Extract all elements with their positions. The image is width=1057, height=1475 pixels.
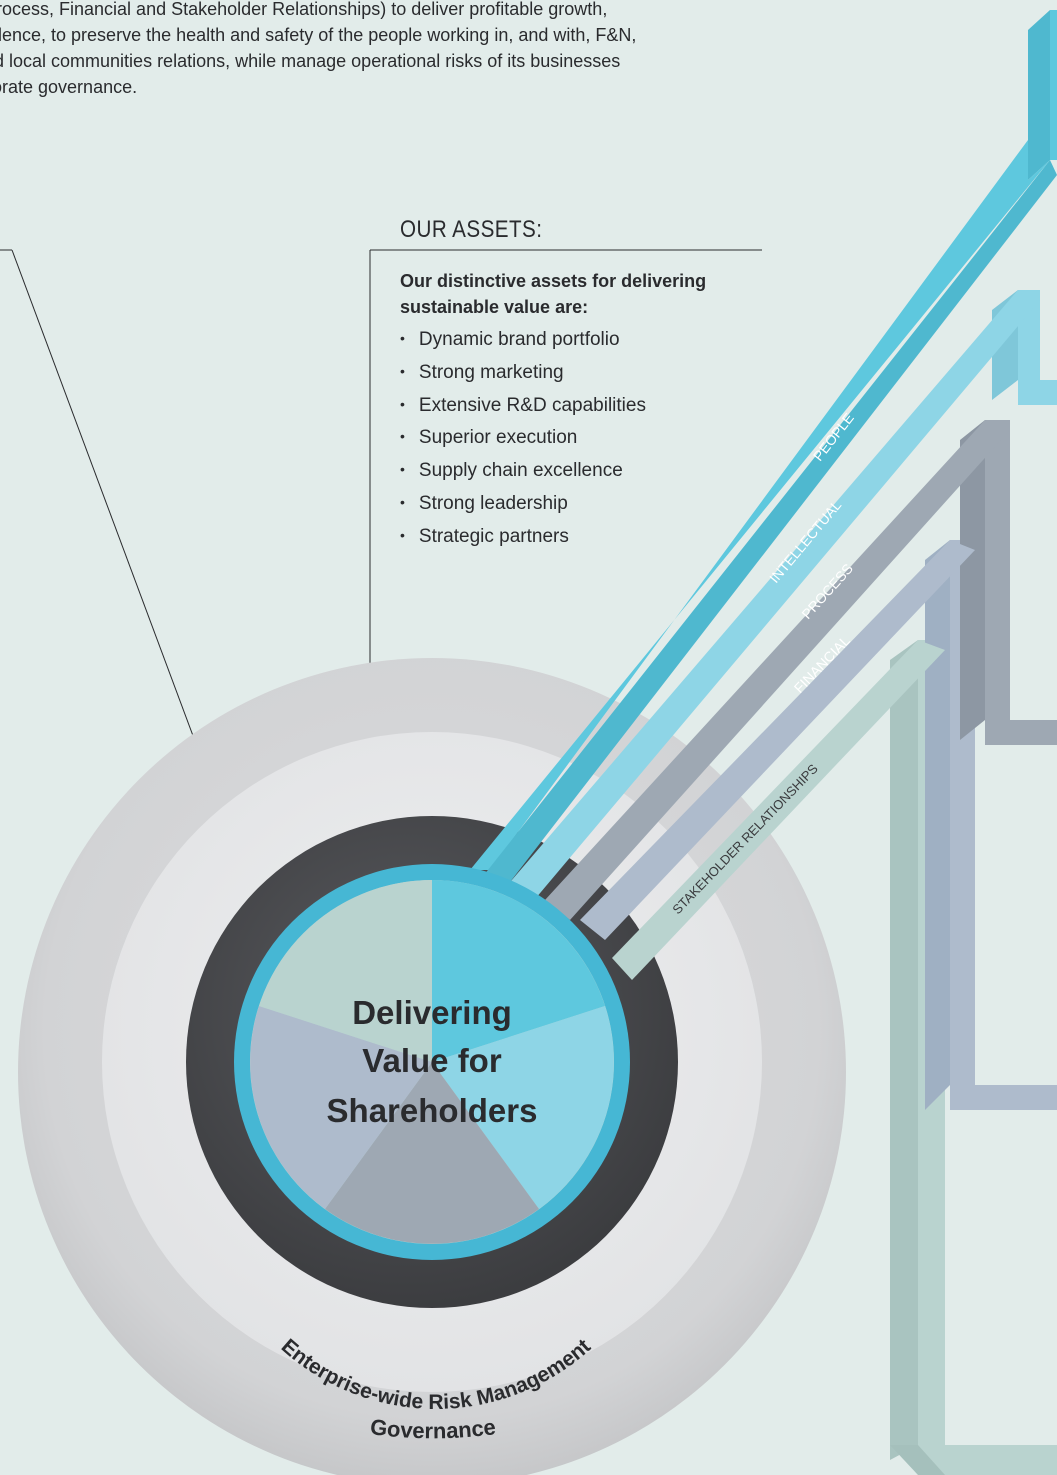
center-title-line2: Value for <box>362 1042 502 1079</box>
intro-text: rocess, Financial and Stakeholder Relati… <box>0 0 900 100</box>
asset-item: Strong leadership <box>400 488 646 521</box>
assets-list: Dynamic brand portfolio Strong marketing… <box>400 324 646 554</box>
ribbon-process <box>545 420 1010 920</box>
center-title-line1: Delivering <box>352 994 512 1031</box>
center-pie <box>250 880 614 1244</box>
asset-item: Strategic partners <box>400 521 646 554</box>
ribbon-intellectual <box>505 290 1040 905</box>
ribbon-people <box>470 140 1050 870</box>
intro-line: llence, to preserve the health and safet… <box>0 25 637 45</box>
pie-intellectual <box>432 1006 614 1209</box>
asset-item: Dynamic brand portfolio <box>400 324 646 357</box>
center-title-line3: Shareholders <box>327 1092 538 1129</box>
asset-item: Extensive R&D capabilities <box>400 390 646 423</box>
pointer-line-governance <box>11 249 206 769</box>
pie-process <box>325 1062 539 1244</box>
pie-people <box>432 880 605 1062</box>
ribbon-financial <box>580 540 975 940</box>
asset-item: Supply chain excellence <box>400 455 646 488</box>
assets-intro: Our distinctive assets for delivering su… <box>400 271 707 317</box>
asset-item: Strong marketing <box>400 357 646 390</box>
ribbon-stakeholder <box>612 640 945 980</box>
asset-item: Superior execution <box>400 422 646 455</box>
pie-stakeholder <box>259 880 432 1062</box>
intro-line: rocess, Financial and Stakeholder Relati… <box>0 0 608 19</box>
intro-line: d local communities relations, while man… <box>0 51 621 71</box>
capital-ribbons <box>890 10 1057 1475</box>
pie-financial <box>250 1006 432 1209</box>
governance-label: Governance <box>369 1414 497 1443</box>
ribbon-stakeholder-vertical <box>890 640 918 1460</box>
capital-diagonals <box>470 140 1057 980</box>
intro-line: orate governance. <box>0 77 138 97</box>
assets-title: OUR ASSETS: <box>400 216 543 243</box>
